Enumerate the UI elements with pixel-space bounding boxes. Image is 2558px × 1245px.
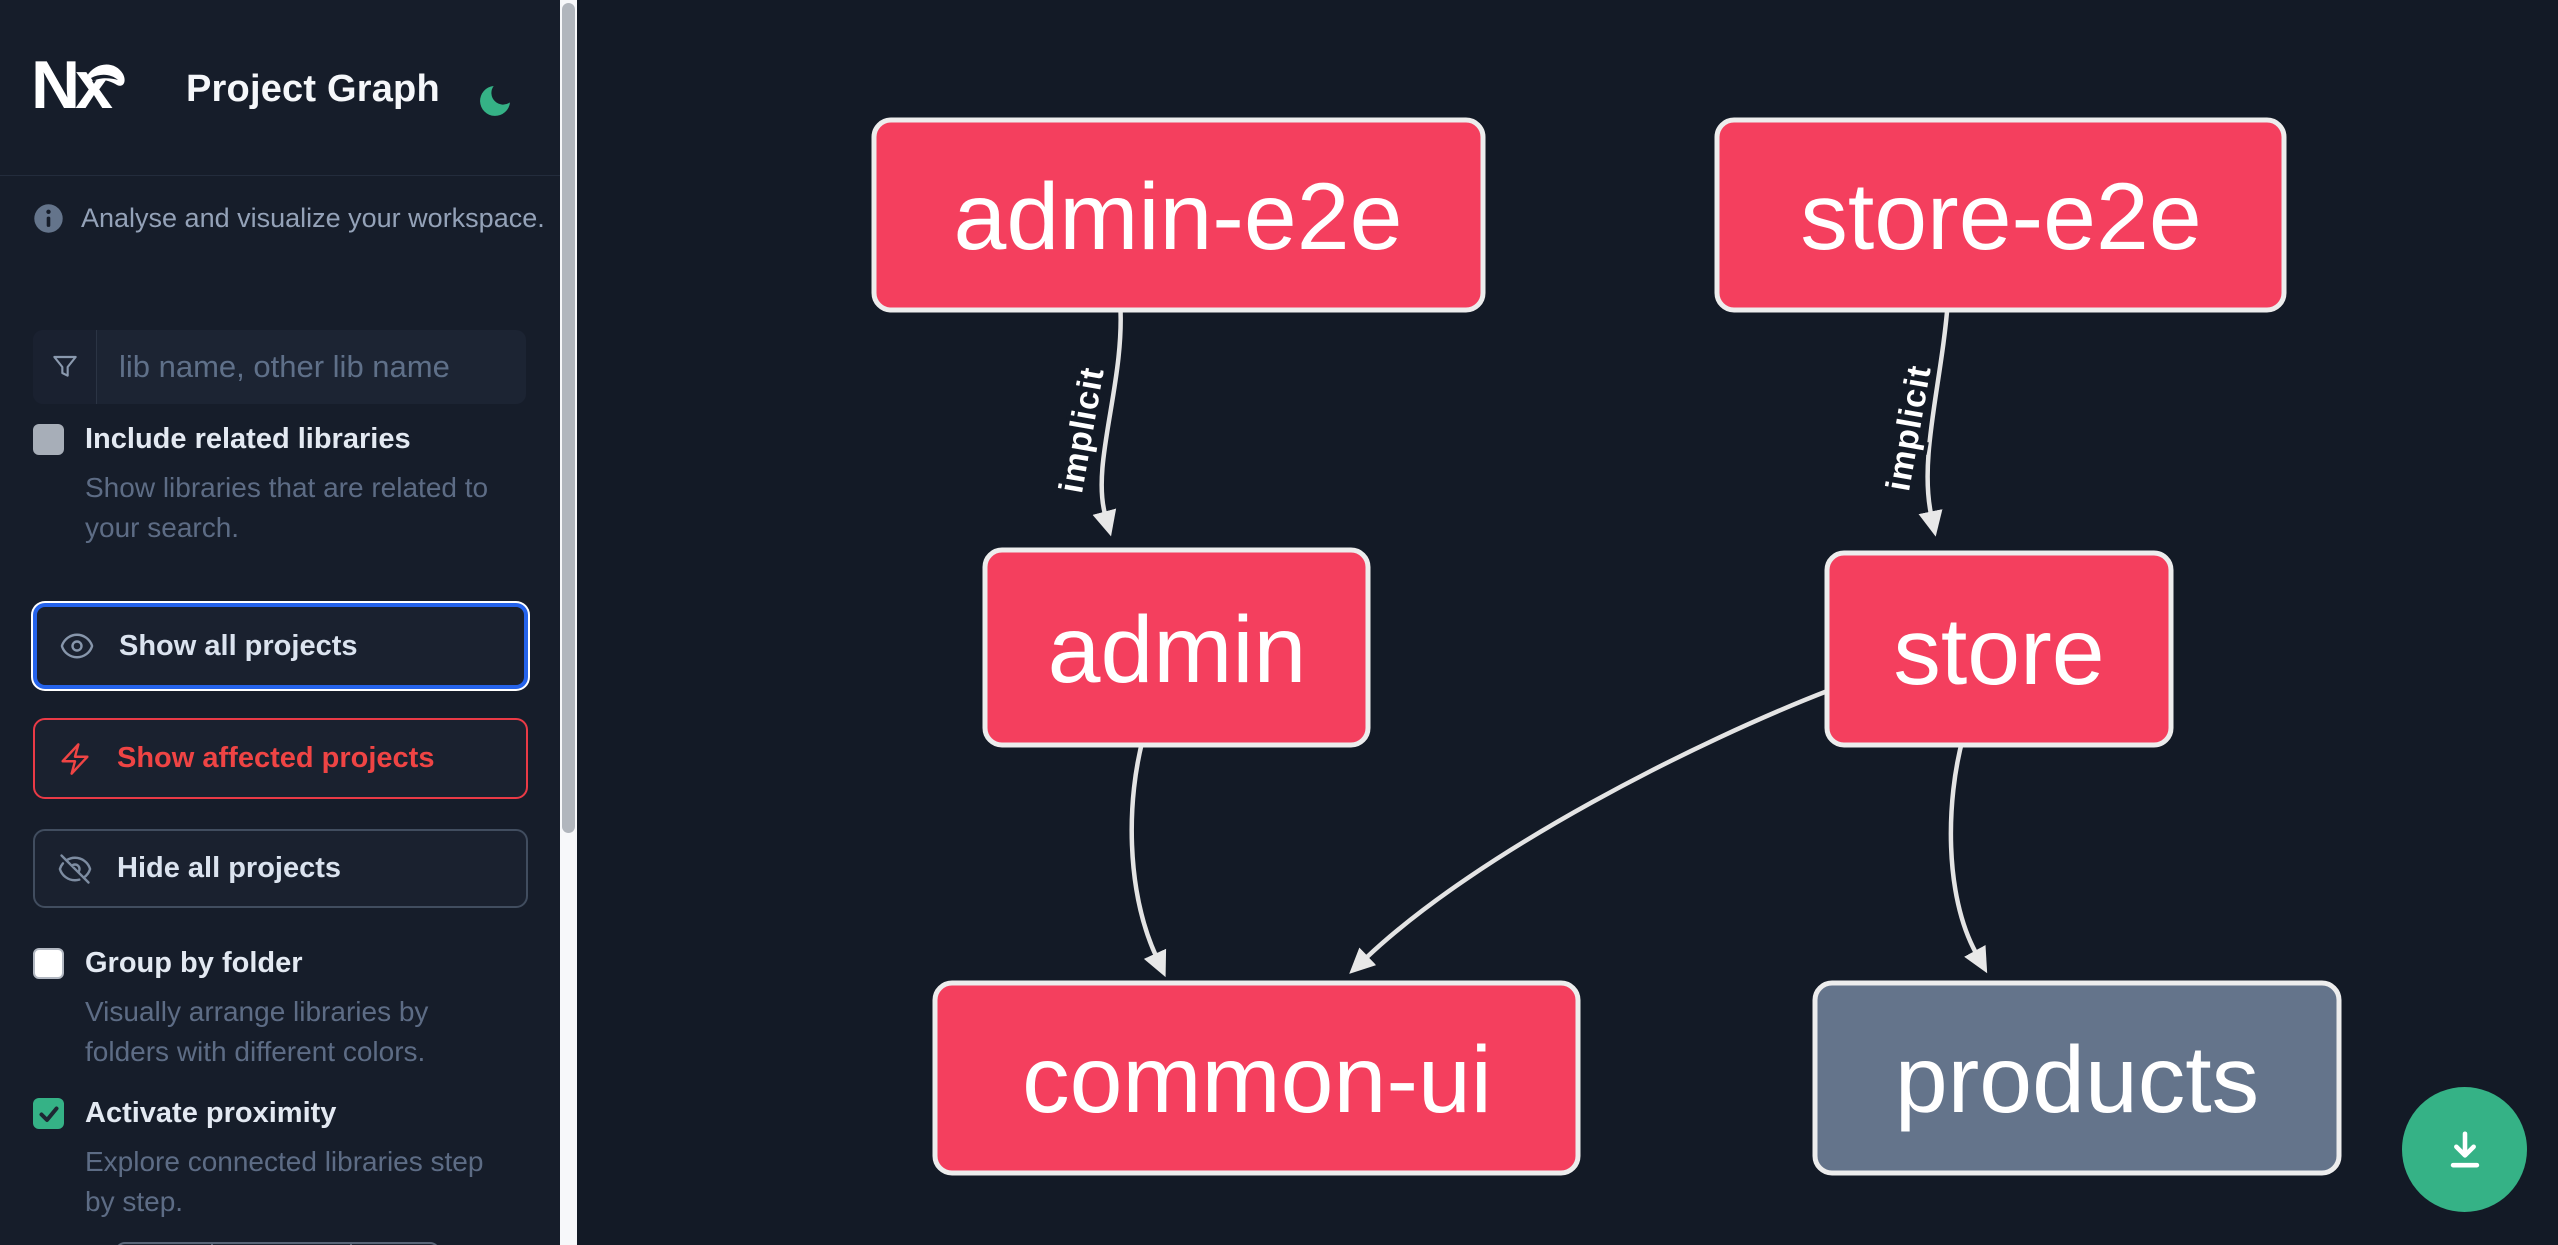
hide-all-projects-label: Hide all projects (117, 852, 342, 884)
moon-icon (480, 85, 510, 116)
eye-slash-icon (58, 853, 92, 884)
include-related-checkbox[interactable] (33, 424, 64, 455)
node-common-ui[interactable]: common-ui (932, 980, 1581, 1176)
nx-logo-text: Nx (31, 54, 113, 118)
activate-proximity-label: Activate proximity (85, 1097, 337, 1129)
include-related-option: Include related libraries Show libraries… (33, 424, 533, 548)
node-products[interactable]: products (1812, 980, 2342, 1176)
download-icon (2450, 1130, 2479, 1167)
group-by-folder-description: Visually arrange libraries by folders wi… (85, 996, 429, 1067)
hide-all-projects-button[interactable]: Hide all projects (33, 829, 528, 908)
sidebar-scrollbar-thumb[interactable] (562, 3, 575, 833)
edge-store-to-common-ui[interactable] (1349, 687, 1831, 974)
sidebar-scrollbar-track[interactable] (560, 0, 577, 1245)
node-admin-e2e[interactable]: admin-e2e (871, 117, 1486, 313)
node-label: admin-e2e (954, 164, 1403, 270)
graph-canvas[interactable]: implicit implicit admin-e2e store-e2e ad… (577, 0, 2558, 1245)
activate-proximity-option: Activate proximity Explore connected lib… (33, 1098, 533, 1222)
activate-proximity-checkbox[interactable] (33, 1098, 64, 1129)
sidebar: Nx Project Graph Analyse and visualize y… (0, 0, 560, 1245)
info-icon (34, 204, 63, 233)
workspace-info-row: Analyse and visualize your workspace. (33, 203, 545, 234)
group-by-folder-option: Group by folder Visually arrange librari… (33, 948, 533, 1072)
node-admin[interactable]: admin (982, 547, 1371, 748)
dark-mode-toggle[interactable] (473, 80, 517, 124)
check-icon (39, 1106, 58, 1122)
group-by-folder-label: Group by folder (85, 947, 303, 979)
node-label: common-ui (1022, 1027, 1492, 1133)
node-label: store (1893, 599, 2104, 705)
show-affected-projects-label: Show affected projects (117, 742, 435, 774)
sidebar-header: Nx Project Graph (0, 0, 560, 176)
workspace-info-text: Analyse and visualize your workspace. (81, 203, 545, 233)
node-label: store-e2e (1800, 164, 2201, 270)
project-filter (33, 330, 526, 404)
node-store-e2e[interactable]: store-e2e (1714, 117, 2287, 313)
node-label: admin (1048, 597, 1307, 703)
activate-proximity-description: Explore connected libraries step by step… (85, 1146, 484, 1217)
include-related-label: Include related libraries (85, 423, 411, 455)
eye-icon (60, 633, 94, 659)
show-affected-projects-button[interactable]: Show affected projects (33, 718, 528, 799)
bolt-icon (61, 742, 89, 775)
node-store[interactable]: store (1824, 550, 2174, 748)
group-by-folder-checkbox[interactable] (33, 948, 64, 979)
nx-logo-icon: Nx (31, 54, 125, 118)
edge-admin-e2e-to-admin[interactable] (1092, 299, 1123, 537)
show-all-projects-label: Show all projects (119, 629, 358, 662)
nx-logo-swoosh-notch (91, 74, 118, 81)
funnel-icon (52, 355, 77, 377)
edge-store-to-products[interactable] (1948, 737, 1988, 974)
filter-icon-cell (33, 330, 97, 404)
edge-store-e2e-to-store[interactable] (1918, 299, 1951, 537)
include-related-description: Show libraries that are related to your … (85, 472, 489, 543)
show-all-projects-button[interactable]: Show all projects (33, 603, 528, 689)
dependency-graph[interactable]: implicit implicit admin-e2e store-e2e ad… (577, 0, 2558, 1245)
node-label: products (1895, 1027, 2259, 1133)
page-title: Project Graph (186, 68, 440, 110)
edge-admin-to-common-ui[interactable] (1129, 734, 1167, 978)
download-graph-button[interactable] (2402, 1087, 2527, 1212)
search-input[interactable] (97, 330, 526, 404)
